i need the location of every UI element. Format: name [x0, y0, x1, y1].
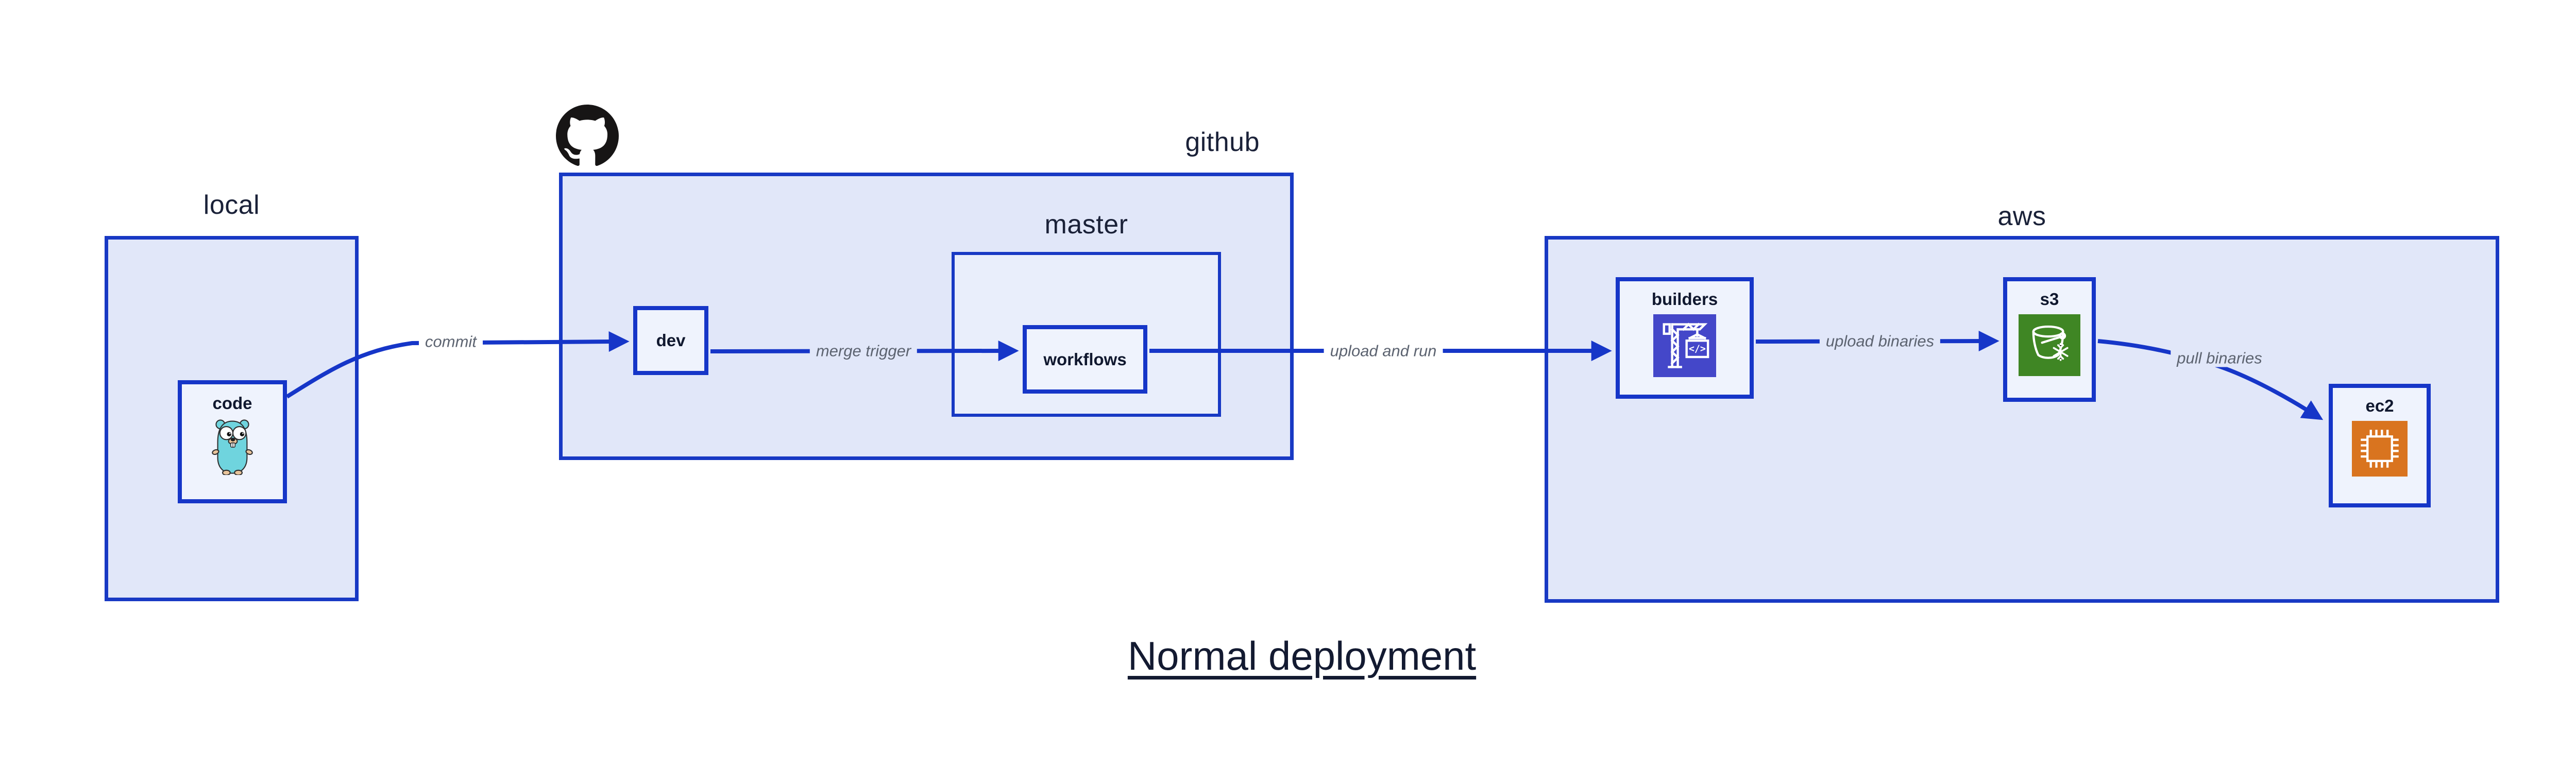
- edge-label-merge-trigger: merge trigger: [809, 342, 918, 360]
- edge-label-pull-binaries: pull binaries: [2171, 349, 2268, 367]
- github-octocat-icon: [556, 105, 619, 166]
- edge-label-upload-binaries: upload binaries: [1819, 332, 1941, 350]
- node-code-label: code: [212, 394, 252, 413]
- group-github-label: github: [1185, 127, 1260, 157]
- edge-label-upload-and-run: upload and run: [1324, 342, 1443, 360]
- node-dev: dev: [633, 306, 708, 375]
- codebuild-crane-icon: </>: [1653, 314, 1716, 377]
- node-ec2-label: ec2: [2365, 396, 2394, 415]
- node-ec2: ec2: [2329, 384, 2431, 507]
- node-builders-label: builders: [1651, 290, 1718, 309]
- node-s3: s3: [2003, 277, 2096, 402]
- svg-text:</>: </>: [1689, 344, 1706, 354]
- node-code: code: [178, 380, 287, 503]
- node-workflows-label: workflows: [1043, 349, 1127, 369]
- s3-glacier-bucket-icon: [2019, 314, 2080, 376]
- node-dev-label: dev: [656, 331, 686, 350]
- group-aws-label: aws: [1997, 201, 2046, 231]
- diagram-title: Normal deployment: [1127, 633, 1477, 678]
- node-builders: builders </>: [1616, 277, 1754, 399]
- node-s3-label: s3: [2040, 290, 2059, 309]
- edge-label-commit: commit: [419, 332, 483, 351]
- ec2-chip-icon: [2352, 420, 2408, 477]
- node-workflows: workflows: [1023, 325, 1147, 394]
- go-gopher-icon: [212, 419, 253, 475]
- group-master-label: master: [1044, 210, 1128, 240]
- group-local-label: local: [203, 190, 260, 220]
